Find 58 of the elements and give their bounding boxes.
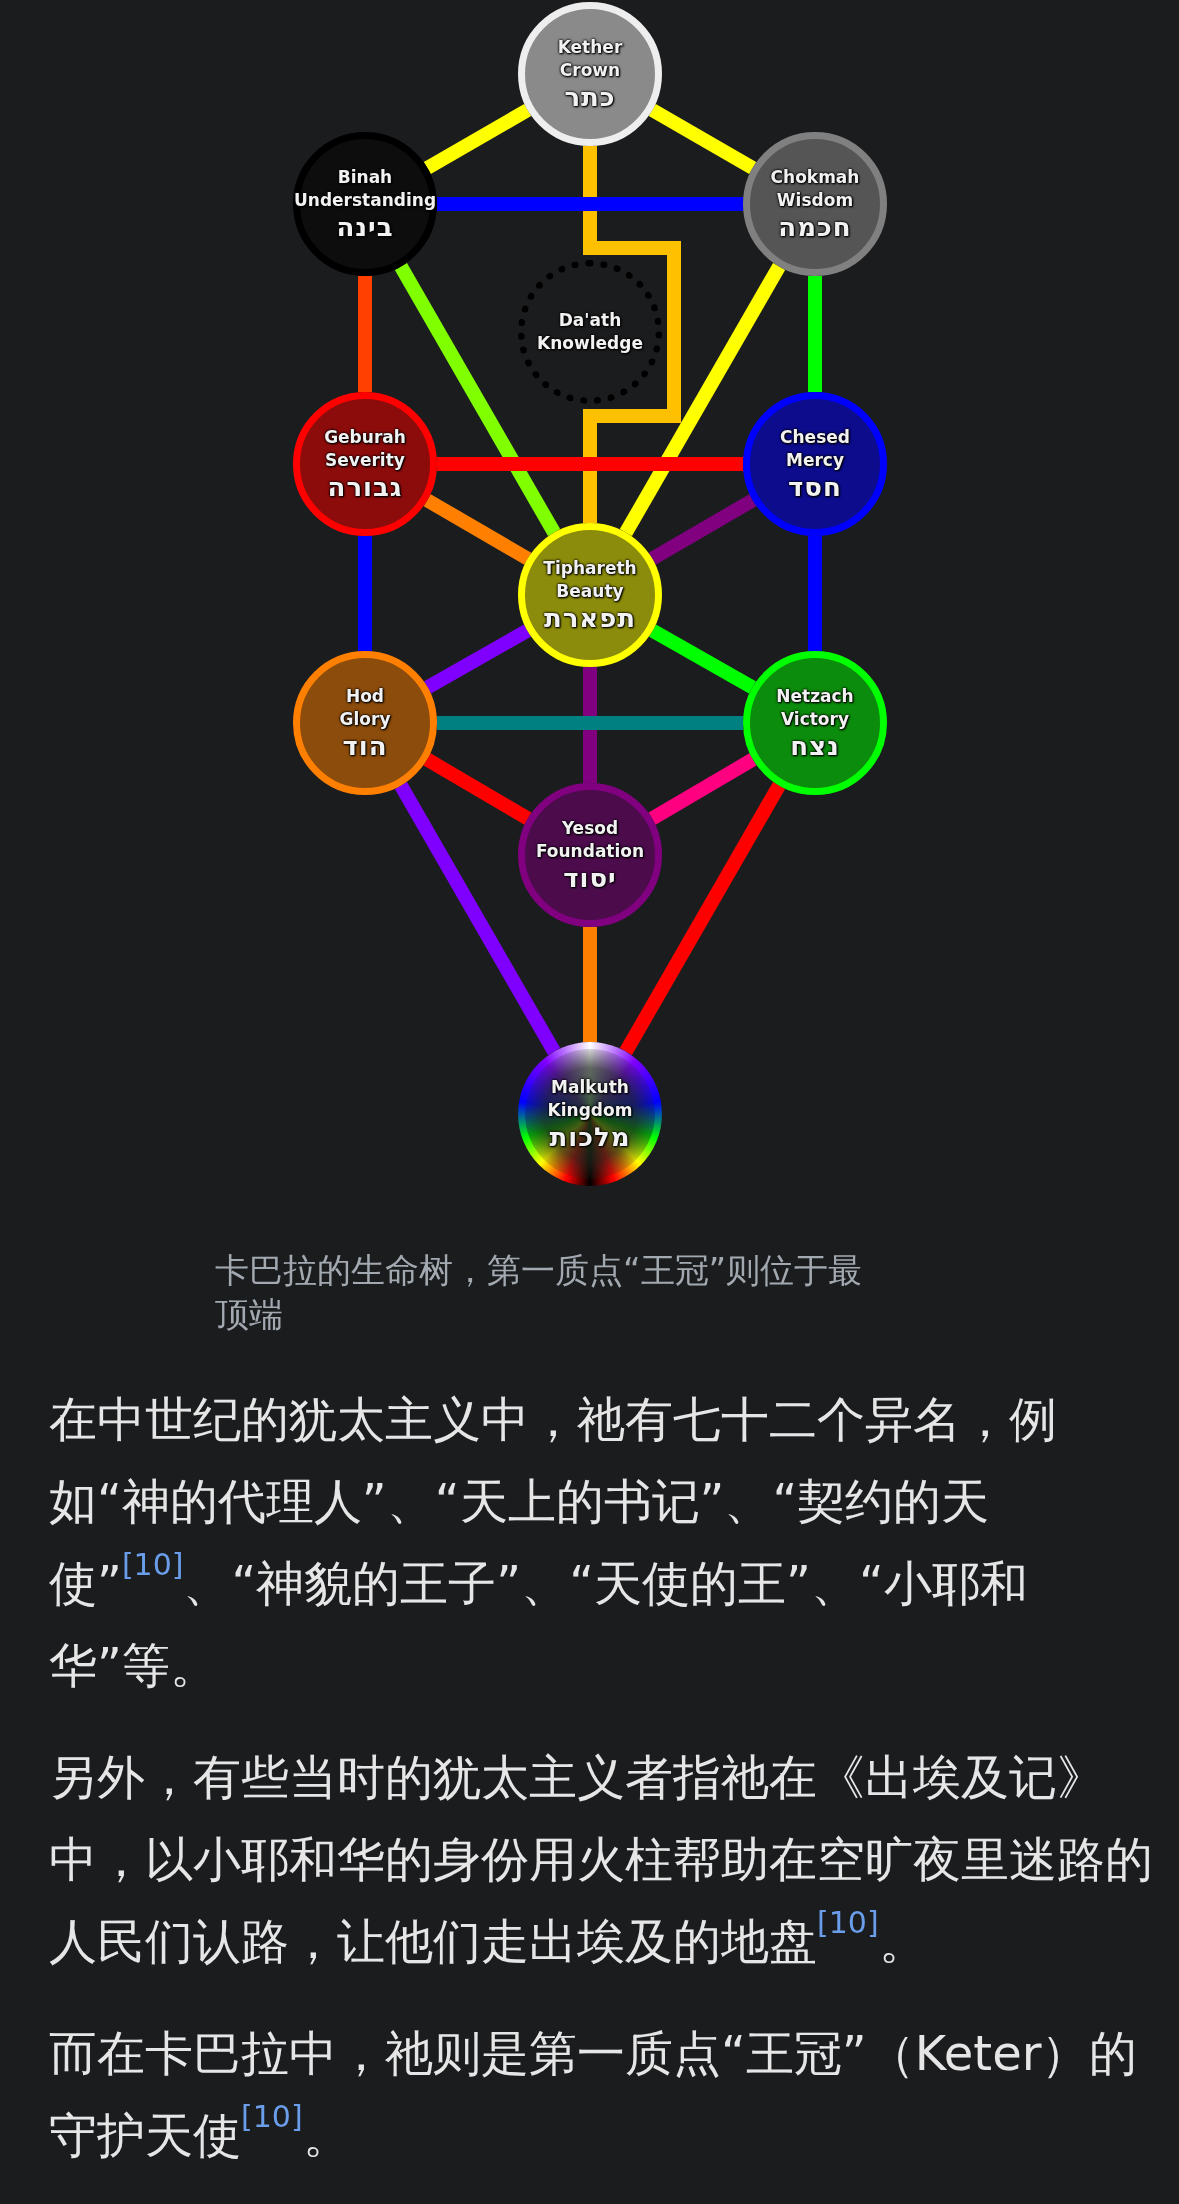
hebrew-name: גבורה	[327, 472, 403, 502]
path-line	[808, 276, 822, 392]
sephirah-translation: Glory	[339, 708, 391, 731]
path-line	[619, 262, 786, 537]
sephirah-translation: Understanding	[293, 189, 437, 212]
sephirah-name: Kether	[557, 36, 623, 59]
path-line	[649, 624, 756, 694]
path-line	[423, 103, 532, 175]
sephirah-translation: Mercy	[786, 449, 844, 472]
hebrew-name: הוד	[342, 731, 388, 761]
sephirah-translation: Beauty	[556, 580, 624, 603]
path-line	[619, 781, 786, 1056]
path-line	[583, 667, 597, 783]
hebrew-name: יסוד	[563, 863, 617, 893]
sephirah-name: Tiphareth	[543, 557, 637, 580]
path-line	[394, 781, 561, 1056]
path-line	[424, 624, 531, 694]
hebrew-name: כתר	[564, 82, 616, 112]
body-paragraph: 在中世纪的犹太主义中，祂有七十二个异名，例如“神的代理人”、“天上的书记”、“契约的天使”$^{[10]}$、“神貌的王子”、“天使的王”、“小耶和华”等。	[49, 1390, 1058, 1695]
sephirah-translation: Knowledge	[537, 332, 643, 355]
sephirah-translation: Kingdom	[547, 1099, 633, 1122]
hebrew-name: תפארת	[543, 603, 637, 633]
sephirah-translation: Severity	[325, 449, 405, 472]
hebrew-name: חסד	[788, 472, 842, 502]
path-line	[358, 536, 372, 651]
path-line	[648, 494, 757, 565]
path-line	[437, 197, 743, 211]
path-line	[583, 927, 597, 1042]
hebrew-name: חכמה	[778, 212, 852, 242]
sephirah-name: Malkuth	[551, 1076, 629, 1099]
sephirah-translation: Wisdom	[776, 189, 854, 212]
sephirah-name: Geburah	[324, 426, 406, 449]
path-line	[808, 536, 822, 651]
sephirah-name: Da'ath	[558, 309, 622, 332]
path-line	[394, 262, 561, 537]
path-line	[648, 753, 757, 825]
path-line	[583, 146, 681, 523]
sephirah-name: Binah	[337, 166, 393, 189]
sephirah-translation: Crown	[559, 59, 621, 82]
path-line	[437, 716, 743, 730]
path-line	[437, 457, 743, 471]
hebrew-name: בינה	[336, 212, 394, 242]
sephirah-name: Chesed	[780, 426, 850, 449]
figure-caption: 卡巴拉的生命树，第一质点“王冠”则位于最顶端	[215, 1249, 864, 1336]
sephirah-translation: Victory	[780, 708, 849, 731]
path-line	[358, 276, 372, 392]
sephirah-name: Chokmah	[770, 166, 860, 189]
path-line	[423, 753, 532, 825]
path-line	[648, 103, 757, 175]
body-paragraph: 另外，有些当时的犹太主义者指祂在《出埃及记》中，以小耶和华的身份用火柱帮助在空旷夜里迷路的人民们认路，让他们走出埃及的地盘$^{[10]}$。	[49, 1748, 1154, 1971]
path-line	[423, 494, 532, 565]
sephirah-name: Netzach	[776, 685, 854, 708]
body-paragraph: 而在卡巴拉中，祂则是第一质点“王冠”（Keter）的守护天使$^{[10]}$。	[49, 2024, 1139, 2165]
sephirah-name: Yesod	[561, 817, 619, 840]
hebrew-name: נצח	[790, 731, 840, 761]
sephirah-name: Hod	[345, 685, 385, 708]
hebrew-name: מלכות	[549, 1122, 631, 1152]
sephirah-translation: Foundation	[535, 840, 645, 863]
